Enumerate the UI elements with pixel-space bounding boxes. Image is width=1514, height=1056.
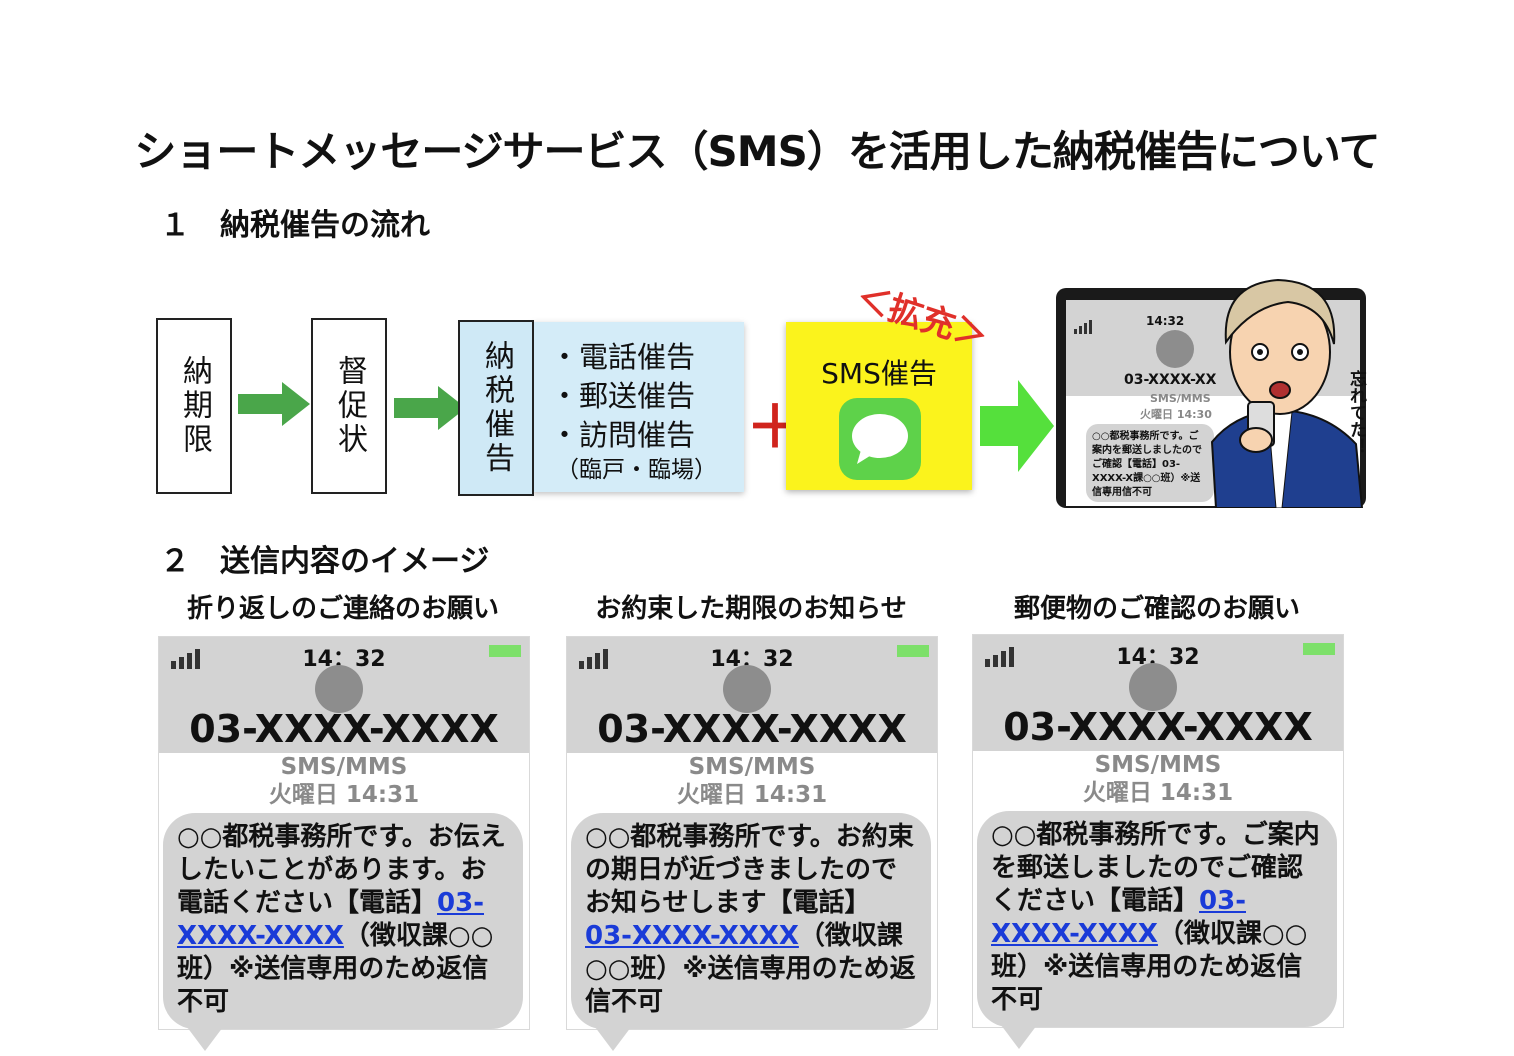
message-day: 火曜日 14:31 xyxy=(268,782,420,808)
signal-icon xyxy=(171,649,200,669)
phone-link[interactable]: 03-XXXX-XXXX xyxy=(991,886,1246,949)
phone-number: 03-XXXX-XXXX xyxy=(189,707,499,751)
page-title: ショートメッセージサービス（SMS）を活用した納税催告について xyxy=(134,127,1380,176)
avatar xyxy=(1129,663,1177,711)
flow-method-mail: ・郵送催告 xyxy=(550,379,696,413)
battery-icon xyxy=(489,645,521,657)
flow-box-reminder-label: 督促状 xyxy=(332,355,367,457)
phone-link[interactable]: 03-XXXX-XXXX xyxy=(585,921,799,951)
flow-box-due-date: 納期限 xyxy=(156,318,232,494)
message-day: 火曜日 14:31 xyxy=(676,782,828,808)
message-bubble: ○○都税事務所です。お伝えしたいことがあります。お電話ください【電話】03-XX… xyxy=(163,813,523,1051)
flow-method-visit: ・訪問催告 xyxy=(550,418,696,452)
section-1-heading: １ 納税催告の流れ xyxy=(160,208,430,243)
flow-box-tax-demand: 納税催告 xyxy=(458,320,534,496)
signal-icon xyxy=(579,649,608,669)
tablet-time: 14:32 xyxy=(1146,314,1185,328)
tablet-sms-label: SMS/MMS xyxy=(1150,392,1211,405)
sms-label: SMS/MMS xyxy=(688,754,816,780)
message-text-after: （徴収課○○班）※送信専用のため返信不可 xyxy=(585,921,916,1017)
message-text: ○○都税事務所です。ご案内を郵送しましたのでご確認ください【電話】 xyxy=(991,820,1320,916)
message-1-heading: 折り返しのご連絡のお願い xyxy=(186,594,499,624)
battery-icon xyxy=(897,645,929,657)
battery-icon xyxy=(1303,643,1335,655)
flow-box-tax-demand-label: 納税催告 xyxy=(479,340,514,476)
flow-method-phone: ・電話催告 xyxy=(550,340,696,374)
flow-method-visit-note: （臨戸・臨場） xyxy=(556,457,717,483)
arrow-right-icon xyxy=(238,382,310,426)
flow-methods-panel: ・電話催告 ・郵送催告 ・訪問催告 （臨戸・臨場） xyxy=(532,322,744,492)
message-text: ○○都税事務所です。お伝えしたいことがあります。お電話ください【電話】 xyxy=(177,822,506,918)
message-bubble: ○○都税事務所です。お約束の期日が近づきましたのでお知らせします【電話】03-X… xyxy=(571,813,931,1051)
sms-reminder-label: SMS催告 xyxy=(821,357,937,390)
phone-mockup-3: 14：32 03-XXXX-XXXX SMS/MMS 火曜日 14:31 ○○都… xyxy=(972,634,1344,1049)
signal-icon xyxy=(1074,320,1092,334)
phone-number: 03-XXXX-XXXX xyxy=(1003,705,1313,749)
signal-icon xyxy=(985,647,1014,667)
message-text: ○○都税事務所です。お約束の期日が近づきましたのでお知らせします【電話】 xyxy=(585,822,914,918)
surprised-man-illustration xyxy=(1210,278,1364,508)
message-text-after: （徴収課○○班）※送信専用のため返信不可 xyxy=(177,921,494,1017)
tablet-number: 03-XXXX-XX xyxy=(1124,372,1217,388)
sms-label: SMS/MMS xyxy=(280,754,408,780)
message-3-heading: 郵便物のご確認のお願い xyxy=(1013,594,1300,624)
message-app-icon xyxy=(839,398,921,480)
avatar xyxy=(315,665,363,713)
sms-reminder-box: SMS催告 xyxy=(786,322,972,490)
tablet-message-bubble: ○○都税事務所です。ご案内を郵送しましたのでご確認【電話】03-XXXX-X課○… xyxy=(1086,424,1214,502)
sms-label: SMS/MMS xyxy=(1094,752,1222,778)
arrow-right-icon xyxy=(980,380,1054,472)
flow-methods-list: ・電話催告 ・郵送催告 ・訪問催告 （臨戸・臨場） xyxy=(550,338,717,485)
message-text-after: （徴収課○○班）※送信専用のため返信不可 xyxy=(991,919,1308,1015)
phone-mockup-2: 14：32 03-XXXX-XXXX SMS/MMS 火曜日 14:31 ○○都… xyxy=(566,636,938,1051)
phone-mockup-1: 14：32 03-XXXX-XXXX SMS/MMS 火曜日 14:31 ○○都… xyxy=(158,636,530,1051)
speech-text: 忘れてた！ xyxy=(1346,370,1366,455)
flow-box-reminder: 督促状 xyxy=(311,318,387,494)
message-day: 火曜日 14:31 xyxy=(1082,780,1234,806)
phone-number: 03-XXXX-XXXX xyxy=(597,707,907,751)
avatar xyxy=(1156,330,1194,368)
message-bubble: ○○都税事務所です。ご案内を郵送しましたのでご確認ください【電話】03-XXXX… xyxy=(977,811,1337,1049)
message-2-heading: お約束した期限のお知らせ xyxy=(595,594,907,624)
tablet-day: 火曜日 14:30 xyxy=(1140,408,1212,421)
arrow-right-icon xyxy=(394,386,466,430)
avatar xyxy=(723,665,771,713)
section-2-heading: ２ 送信内容のイメージ xyxy=(160,544,490,579)
phone-link[interactable]: 03-XXXX-XXXX xyxy=(177,888,484,951)
flow-box-due-date-label: 納期限 xyxy=(177,355,212,457)
